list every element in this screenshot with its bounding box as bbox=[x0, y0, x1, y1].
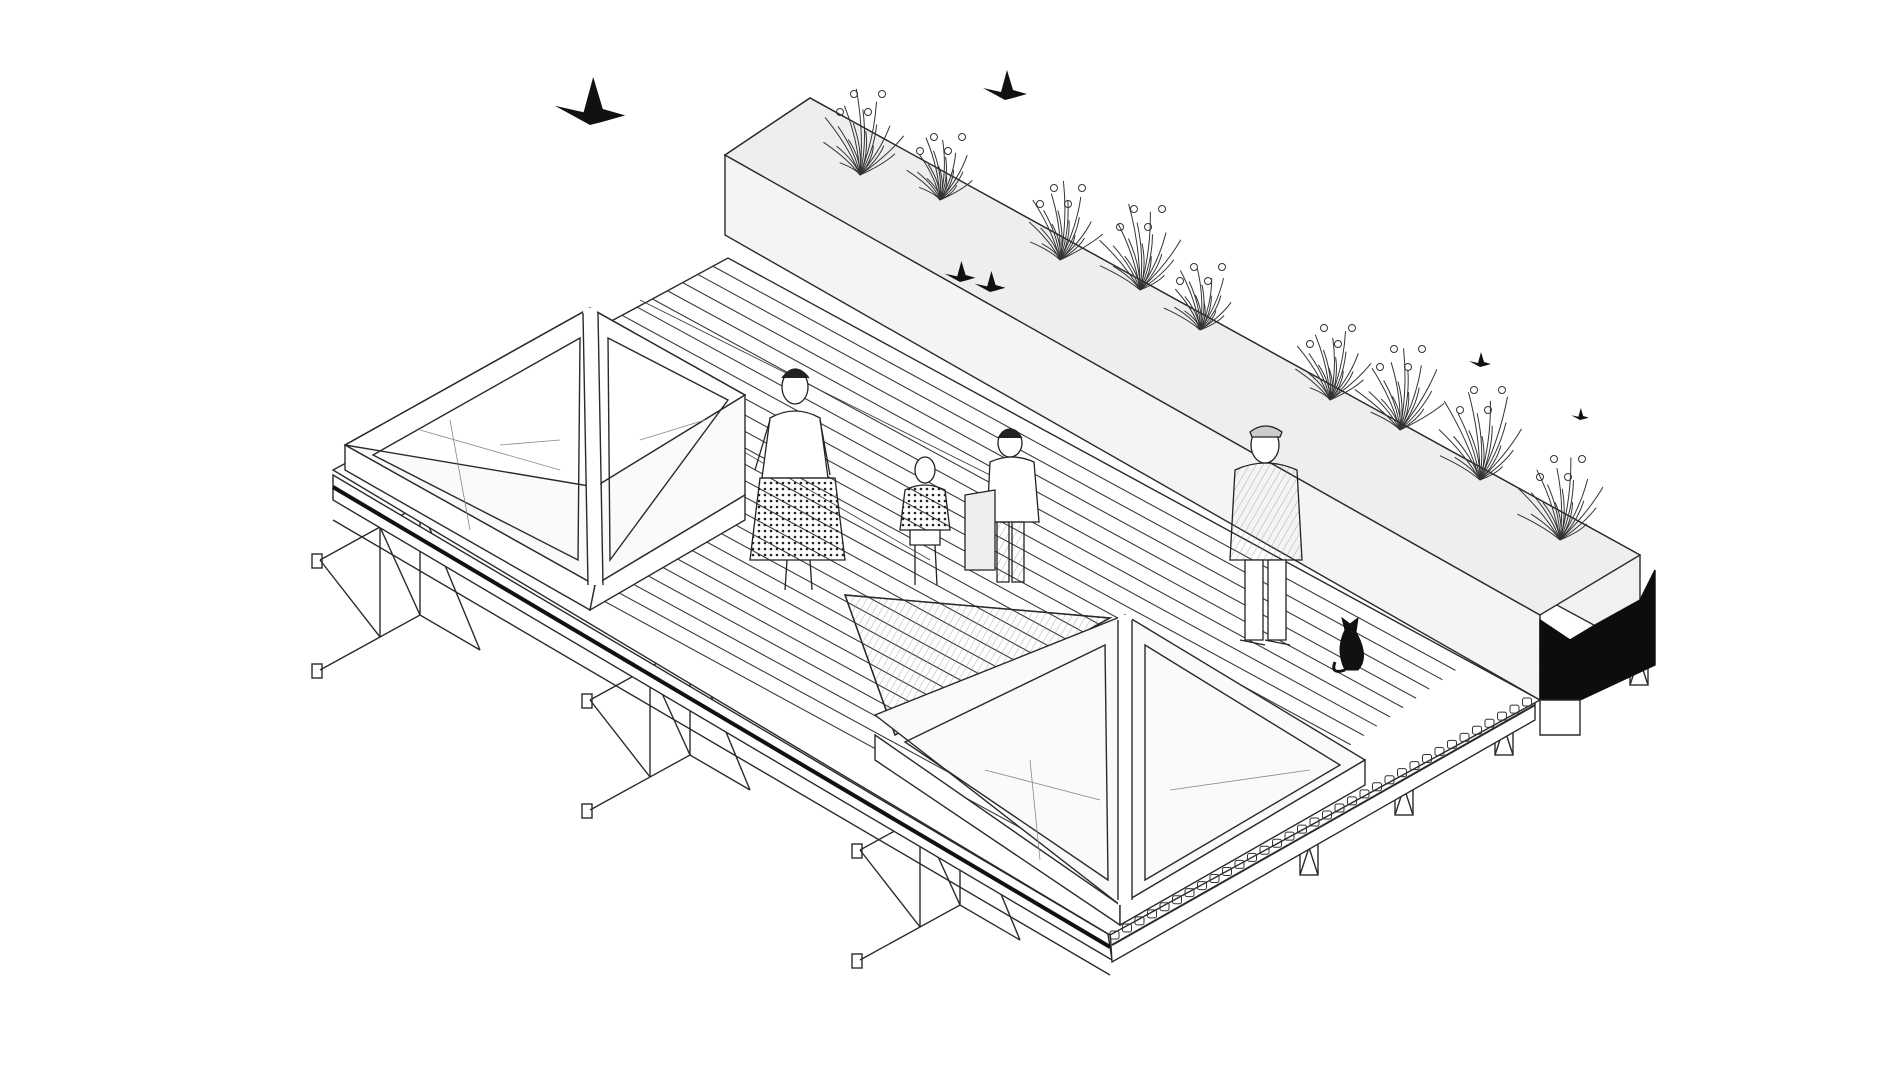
board-end bbox=[1509, 704, 1520, 714]
board-end bbox=[1134, 916, 1145, 926]
board-end bbox=[1184, 888, 1195, 898]
board-end bbox=[1247, 852, 1257, 862]
board-end bbox=[1109, 930, 1120, 940]
deck-board bbox=[666, 290, 1417, 699]
deck-joint bbox=[639, 299, 1001, 481]
board-end bbox=[1359, 789, 1370, 799]
plant-icon bbox=[1028, 180, 1104, 261]
board-end bbox=[1272, 838, 1282, 848]
board-end bbox=[1234, 859, 1245, 869]
man-figure bbox=[1229, 425, 1303, 646]
planter-box bbox=[723, 97, 1656, 736]
board-end bbox=[1322, 810, 1332, 820]
woman-figure bbox=[749, 368, 846, 591]
board-end bbox=[1347, 796, 1357, 806]
bird-icon bbox=[1571, 408, 1589, 420]
bird-icon bbox=[944, 261, 976, 282]
board-end bbox=[1209, 874, 1220, 884]
board-end bbox=[1309, 817, 1320, 827]
deck-board bbox=[712, 265, 1456, 671]
birds bbox=[554, 70, 1589, 420]
board-end bbox=[1434, 746, 1445, 756]
board-end bbox=[1297, 824, 1307, 834]
plant-icon bbox=[1438, 386, 1522, 481]
board-end bbox=[1372, 782, 1382, 792]
plant-icon bbox=[906, 133, 973, 201]
board-end bbox=[1422, 754, 1432, 764]
board-end bbox=[1522, 697, 1532, 707]
skylight-right bbox=[843, 594, 1367, 927]
board-end bbox=[1147, 909, 1157, 919]
board-end bbox=[1259, 845, 1270, 855]
board-end bbox=[1447, 739, 1457, 749]
plant-icon bbox=[823, 88, 905, 176]
plant-icon bbox=[1099, 203, 1182, 291]
child-figure-2 bbox=[964, 428, 1040, 583]
board-end bbox=[1159, 902, 1170, 912]
plant-icon bbox=[1517, 455, 1604, 541]
deck-board bbox=[682, 281, 1430, 690]
bird-icon bbox=[974, 271, 1006, 292]
cat-icon bbox=[1332, 616, 1364, 673]
board-end bbox=[1397, 768, 1407, 778]
board-end bbox=[1172, 895, 1182, 905]
plant-icon bbox=[1354, 345, 1445, 431]
board-end bbox=[1484, 718, 1495, 728]
board-end bbox=[1472, 725, 1482, 735]
bird-icon bbox=[1469, 352, 1491, 367]
board-end bbox=[1497, 711, 1507, 721]
board-end bbox=[1284, 831, 1295, 841]
board-end bbox=[1334, 803, 1345, 813]
deck-board bbox=[697, 273, 1443, 681]
board-end bbox=[1197, 881, 1207, 891]
deck-edge-ticks bbox=[1109, 697, 1532, 940]
plant-icon bbox=[1163, 263, 1232, 331]
child-figure-1 bbox=[899, 456, 951, 586]
board-end bbox=[1222, 866, 1232, 876]
planter-plants bbox=[823, 88, 1604, 541]
board-end bbox=[1122, 923, 1132, 933]
bird-icon bbox=[983, 70, 1027, 100]
board-end bbox=[1459, 732, 1470, 742]
skylight-left bbox=[343, 307, 747, 612]
plant-icon bbox=[1295, 324, 1372, 401]
board-end bbox=[1409, 761, 1420, 771]
bird-icon bbox=[554, 77, 626, 125]
board-end bbox=[1384, 775, 1395, 785]
